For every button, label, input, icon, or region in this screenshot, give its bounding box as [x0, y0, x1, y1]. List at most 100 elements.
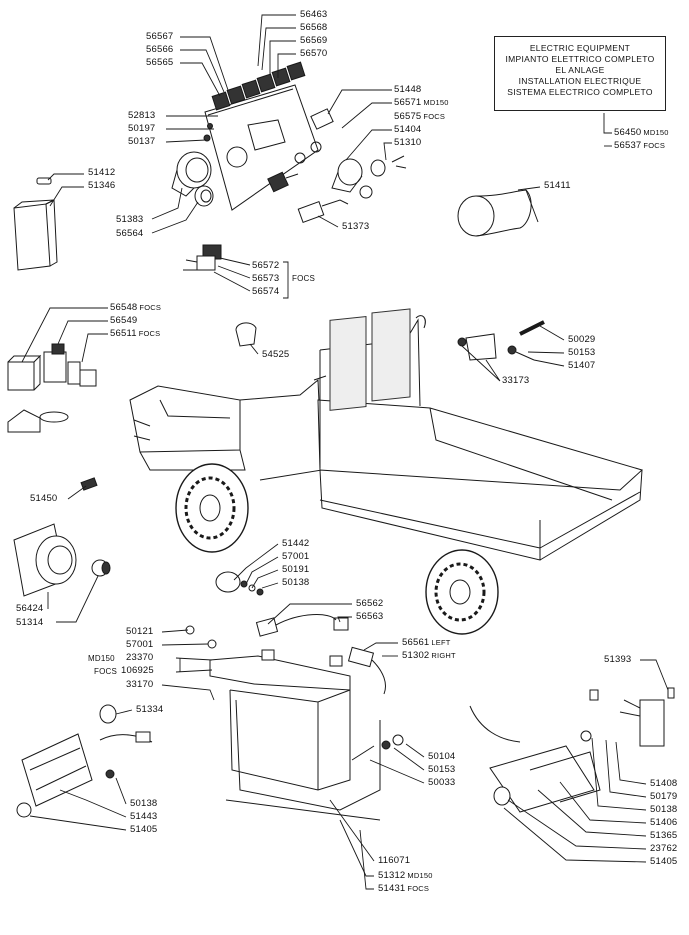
- part-label-54525: 54525: [262, 350, 289, 360]
- part-label-50121: 50121: [126, 627, 153, 637]
- part-number: 51442: [282, 538, 310, 549]
- part-number: 51383: [116, 214, 144, 225]
- part-number: 56574: [252, 286, 280, 297]
- part-number: 50153: [428, 764, 456, 775]
- part-label-33170: 33170: [126, 680, 153, 690]
- part-number: 56567: [146, 31, 174, 42]
- relays-56548-56511: [7, 343, 97, 433]
- part-label-116071: 116071: [378, 856, 410, 866]
- part-number: 56549: [110, 315, 138, 326]
- part-label-50137: 50137: [128, 137, 155, 147]
- part-label-106925: 106925: [121, 666, 154, 676]
- part-label-56424: 56424: [16, 604, 43, 614]
- part-variant: FOCS: [139, 303, 162, 312]
- part-label-57001: 57001: [126, 640, 153, 650]
- rearlamp-right: [469, 687, 675, 813]
- leader-lines: [21, 14, 669, 890]
- part-variant: RIGHT: [431, 651, 456, 660]
- part-label-56566: 56566: [146, 45, 173, 55]
- part-number: 56548: [110, 302, 138, 313]
- part-label-23370: 23370: [126, 653, 153, 663]
- part-number: 50029: [568, 334, 596, 345]
- part-number: 56570: [300, 48, 328, 59]
- part-number: 51310: [394, 137, 422, 148]
- part-number: 50138: [282, 577, 310, 588]
- part-number: 51407: [568, 360, 596, 371]
- part-number: 51302: [402, 650, 430, 661]
- bolt-50033: [351, 734, 404, 761]
- part-label-51448: 51448: [394, 85, 421, 95]
- part-number: FOCS: [94, 667, 118, 676]
- part-label-50153: 50153: [568, 348, 595, 358]
- reflector-51442: [215, 571, 264, 596]
- part-label-56574: 56574: [252, 287, 279, 297]
- part-label-56563: 56563: [356, 612, 383, 622]
- part-number: 51450: [30, 493, 58, 504]
- gauge-56564: [194, 185, 214, 207]
- part-label-56570: 56570: [300, 49, 327, 59]
- part-label-50033: 50033: [428, 778, 455, 788]
- vehicle-body: [129, 308, 643, 561]
- part-number: 57001: [126, 639, 154, 650]
- part-number: FOCS: [292, 274, 316, 283]
- part-number: 50138: [650, 804, 678, 815]
- part-number: 23370: [126, 652, 154, 663]
- gauge-51383: [171, 151, 212, 197]
- part-number: 54525: [262, 349, 290, 360]
- part-number: 56566: [146, 44, 174, 55]
- part-label-56567: 56567: [146, 32, 173, 42]
- part-label-52813: 52813: [128, 111, 155, 121]
- part-label-56549: 56549: [110, 316, 137, 326]
- part-variant: FOCS: [423, 112, 446, 121]
- part-number: 51334: [136, 704, 164, 715]
- horn-51411: [457, 189, 539, 237]
- part-number: 51393: [604, 654, 632, 665]
- part-label-51393: 51393: [604, 655, 631, 665]
- part-label-51405: 51405: [650, 857, 677, 867]
- part-variant: FOCS: [138, 329, 161, 338]
- part-number: 56511: [110, 328, 137, 339]
- part-label-50153: 50153: [428, 765, 455, 775]
- part-label-33173: 33173: [502, 376, 529, 386]
- part-number: 56561: [402, 637, 430, 648]
- part-number: 56564: [116, 228, 144, 239]
- part-label-51443: 51443: [130, 812, 157, 822]
- rearlamp-left: [16, 704, 153, 818]
- part-number: 51411: [544, 180, 571, 191]
- part-number: 56563: [356, 611, 384, 622]
- part-label-md150: MD150: [88, 654, 115, 664]
- part-label-51334: 51334: [136, 705, 163, 715]
- headlamp-56424: [13, 523, 111, 597]
- part-number: 56573: [252, 273, 280, 284]
- part-number: 51373: [342, 221, 370, 232]
- part-label-51310: 51310: [394, 138, 421, 148]
- part-number: 52813: [128, 110, 156, 121]
- part-number: 56568: [300, 22, 328, 33]
- key-switch-51404: [331, 155, 407, 199]
- part-number: 51443: [130, 811, 158, 822]
- part-label-50138: 50138: [650, 805, 677, 815]
- part-variant: MD150: [423, 98, 449, 107]
- part-label-57001: 57001: [282, 552, 309, 562]
- switches-56572-56574: [183, 244, 222, 271]
- switch-51448: [267, 108, 334, 193]
- part-label-51407: 51407: [568, 361, 595, 371]
- part-number: 51405: [650, 856, 678, 867]
- part-label-56573: 56573: [252, 274, 279, 284]
- part-label-56463: 56463: [300, 10, 327, 20]
- part-number: 51448: [394, 84, 422, 95]
- part-label-50138: 50138: [282, 578, 309, 588]
- title-line-4: INSTALLATION ELECTRIQUE: [518, 76, 642, 86]
- part-number: 51405: [130, 824, 158, 835]
- part-label-56569: 56569: [300, 36, 327, 46]
- part-label-23762: 23762: [650, 844, 677, 854]
- part-number: 56572: [252, 260, 280, 271]
- title-line-2: IMPIANTO ELETTRICO COMPLETO: [505, 54, 655, 64]
- bracket-33173: [457, 320, 545, 361]
